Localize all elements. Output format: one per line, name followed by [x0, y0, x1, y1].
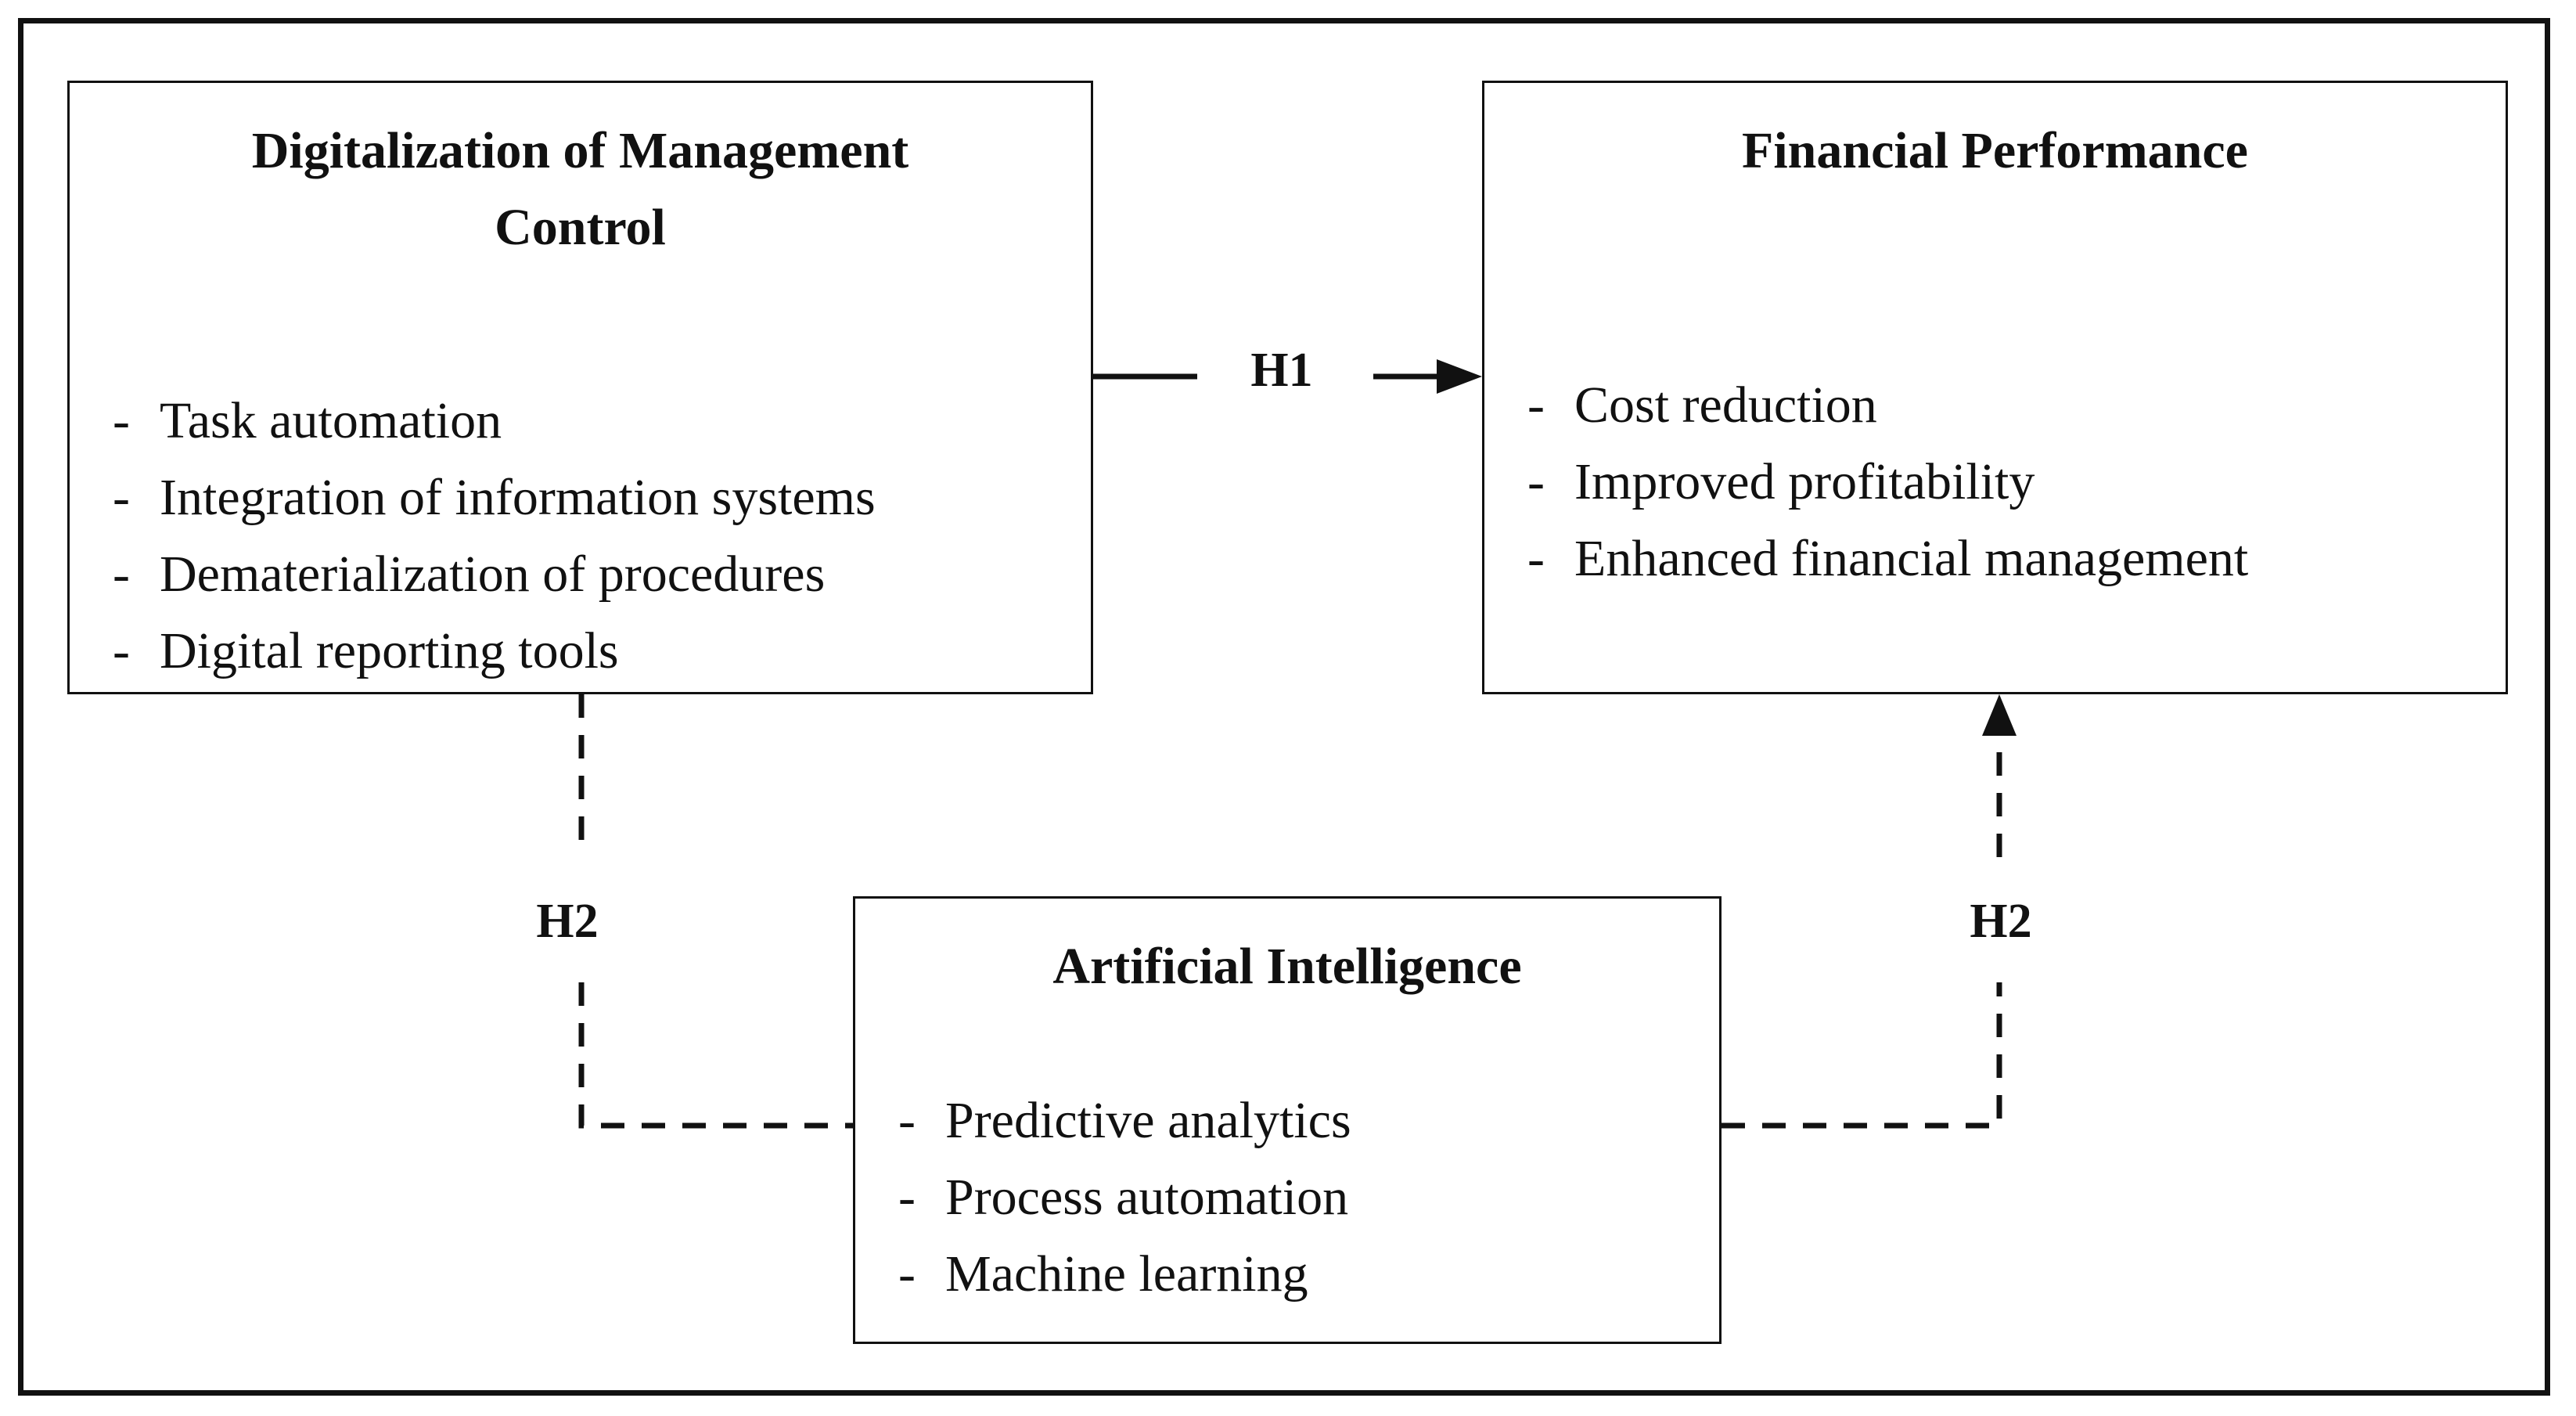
list-item-text: Dematerialization of procedures: [160, 546, 826, 603]
list-item: -Integration of information systems: [113, 459, 876, 536]
artificial-intelligence-box: Artificial Intelligence -Predictive anal…: [853, 896, 1722, 1344]
list-item: -Machine learning: [898, 1236, 1351, 1313]
digitalization-box: Digitalization of Management Control -Ta…: [67, 81, 1093, 694]
hypothesis-h2-right-label: H2: [1970, 895, 2032, 948]
figure-frame: [18, 18, 2550, 1396]
list-item: -Enhanced financial management: [1527, 521, 2248, 597]
artificial-intelligence-list: -Predictive analytics -Process automatio…: [898, 1083, 1351, 1313]
list-item-text: Cost reduction: [1574, 377, 1877, 434]
list-item-text: Improved profitability: [1574, 453, 2035, 510]
list-item-text: Enhanced financial management: [1574, 530, 2249, 587]
bullet-dash: -: [113, 622, 130, 679]
list-item: -Task automation: [113, 383, 876, 459]
artificial-intelligence-title: Artificial Intelligence: [1052, 938, 1522, 995]
financial-performance-list: -Cost reduction -Improved profitability …: [1527, 367, 2248, 597]
list-item-text: Process automation: [945, 1169, 1349, 1226]
h2-left-path-lower: [578, 982, 853, 1129]
bullet-dash: -: [1527, 377, 1545, 434]
bullet-dash: -: [898, 1169, 916, 1226]
list-item-text: Machine learning: [945, 1245, 1308, 1303]
list-item-text: Digital reporting tools: [160, 622, 619, 679]
hypothesis-h2-left-label: H2: [536, 895, 599, 948]
list-item: -Predictive analytics: [898, 1083, 1351, 1159]
bullet-dash: -: [113, 469, 130, 526]
hypothesis-h1-label: H1: [1250, 344, 1313, 397]
digitalization-list: -Task automation -Integration of informa…: [113, 383, 876, 690]
bullet-dash: -: [1527, 453, 1545, 510]
financial-performance-box: Financial Performance -Cost reduction -I…: [1482, 81, 2508, 694]
list-item: -Process automation: [898, 1159, 1351, 1236]
bullet-dash: -: [898, 1245, 916, 1303]
list-item: -Dematerialization of procedures: [113, 536, 876, 613]
bullet-dash: -: [898, 1092, 916, 1149]
list-item: -Cost reduction: [1527, 367, 2248, 444]
digitalization-title-line2: Control: [495, 199, 666, 256]
list-item-text: Integration of information systems: [160, 469, 876, 526]
digitalization-title: Digitalization of Management Control: [70, 113, 1091, 266]
h2-right-path-lower: [1722, 982, 2002, 1129]
list-item: -Digital reporting tools: [113, 613, 876, 690]
bullet-dash: -: [113, 546, 130, 603]
list-item-text: Task automation: [160, 392, 502, 449]
bullet-dash: -: [113, 392, 130, 449]
h2-arrowhead: [1982, 694, 2017, 736]
h1-arrowhead: [1437, 359, 1482, 394]
list-item-text: Predictive analytics: [945, 1092, 1351, 1149]
list-item: -Improved profitability: [1527, 444, 2248, 521]
financial-performance-title: Financial Performance: [1742, 122, 2248, 179]
bullet-dash: -: [1527, 530, 1545, 587]
digitalization-title-line1: Digitalization of Management: [251, 122, 909, 179]
